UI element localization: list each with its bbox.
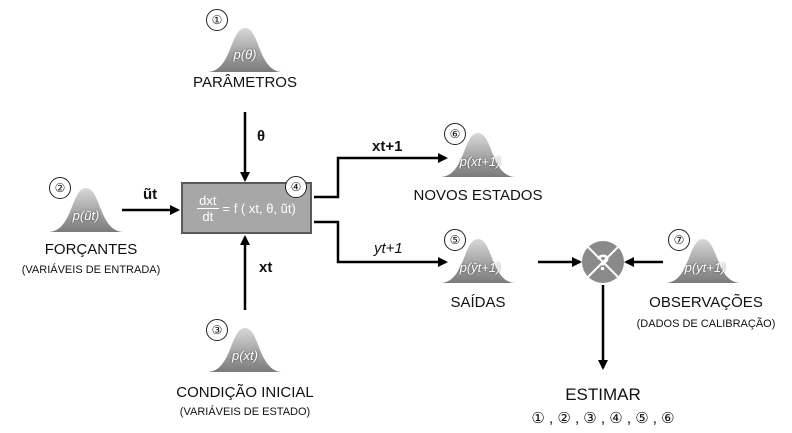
label-condicao: CONDIÇÃO INICIAL <box>176 384 314 401</box>
label-estimar: ESTIMAR <box>565 385 641 404</box>
symbol-y-next: yt+1 <box>374 240 403 257</box>
bell-curve-observacoes <box>665 239 741 283</box>
svg-text:?: ? <box>596 250 609 275</box>
derivative-fraction: dxt dt <box>197 192 219 224</box>
model-equation-box: dxt dt = f ( xt, θ, ũt) <box>181 182 312 234</box>
node-number-novos: ⑥ <box>444 123 466 145</box>
distribution-novos: p(xt+1) <box>459 154 501 169</box>
label-forcantes: FORÇANTES <box>44 241 138 258</box>
distribution-observacoes: p(yt+1) <box>684 260 726 275</box>
node-number-forcantes: ② <box>49 177 71 199</box>
node-number-modelo: ④ <box>285 176 307 198</box>
arrow-x-next <box>314 153 448 199</box>
derivative-denominator: dt <box>202 208 214 224</box>
label-novos: NOVOS ESTADOS <box>413 187 543 204</box>
estimar-items: ① , ② , ③ , ④ , ⑤ , ⑥ <box>531 410 675 427</box>
distribution-condicao: p(xt) <box>232 348 258 363</box>
symbol-u: ũt <box>143 186 158 203</box>
distribution-saidas: p(ŷt+1) <box>459 260 501 275</box>
node-number-parametros: ① <box>206 9 228 31</box>
bell-curve-condicao <box>207 328 283 372</box>
distribution-forcantes: p(ũt) <box>72 208 100 223</box>
label-saidas: SAÍDAS <box>450 294 506 311</box>
model-equation: = f ( xt, θ, ũt) <box>222 200 296 216</box>
distribution-parametros: p(θ) <box>233 47 257 62</box>
bell-curve-forcantes <box>48 188 124 232</box>
comparator-icon: ? <box>582 241 624 283</box>
bell-curve-parametros <box>207 28 283 72</box>
label-observacoes: OBSERVAÇÕES <box>649 294 763 311</box>
node-number-observacoes: ⑦ <box>668 229 690 251</box>
arrow-y-next <box>314 220 448 267</box>
sublabel-condicao: (VARIÁVEIS DE ESTADO) <box>179 406 311 418</box>
node-number-condicao: ③ <box>206 319 228 341</box>
symbol-x: xt <box>259 259 273 276</box>
sublabel-forcantes: (VARIÁVEIS DE ENTRADA) <box>21 264 161 276</box>
sublabel-observacoes: (DADOS DE CALIBRAÇÃO) <box>636 318 776 330</box>
bell-curve-novos <box>440 133 516 177</box>
node-number-saidas: ⑤ <box>444 229 466 251</box>
symbol-theta: θ <box>257 128 266 145</box>
symbol-x-next: xt+1 <box>372 138 403 155</box>
derivative-numerator: dxt <box>197 192 219 209</box>
label-parametros: PARÂMETROS <box>193 74 297 91</box>
bell-curve-saidas <box>440 239 516 283</box>
